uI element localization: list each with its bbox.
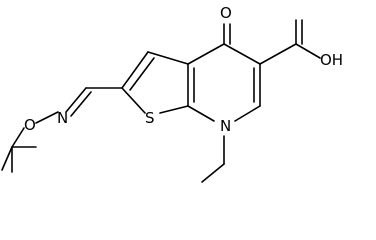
bond-c3a-c3 [147,51,189,65]
bond-tbu-me2 [1,146,13,171]
bond-c4-c5 [223,43,261,65]
bond-cooh-oh [295,43,321,59]
bond-ethyl-ch3 [201,163,225,183]
bonds [1,19,321,183]
molecule-canvas: O OH S N N O [1,4,344,183]
bond-c5-cooh [259,43,297,65]
bond-c3-c2 [121,51,149,89]
atom-carboxyl-oh: OH [320,51,343,69]
atom-oxime-nitrogen: N [57,109,68,127]
atom-labels: O OH S N N O [24,4,343,135]
bond-n-o [35,111,59,124]
atom-ring-nitrogen: N [220,117,231,135]
bond-ch-n-double [65,87,87,113]
bond-s1-c7a [159,105,189,114]
atom-oxime-oxygen: O [24,116,36,134]
bond-c6-n7 [234,105,261,122]
bond-c2-s1 [121,87,146,114]
atom-thiophene-sulfur: S [145,109,155,127]
bond-ch-n-double-2 [70,91,92,117]
bond-c3-c2-double [129,57,155,91]
atom-carbonyl-oxygen: O [220,4,232,22]
bond-n7-c7a [187,105,215,122]
bond-c4-c3a [187,43,225,65]
bond-o-tbu [11,127,25,148]
molecule-structure: O OH S N N O [1,4,343,183]
